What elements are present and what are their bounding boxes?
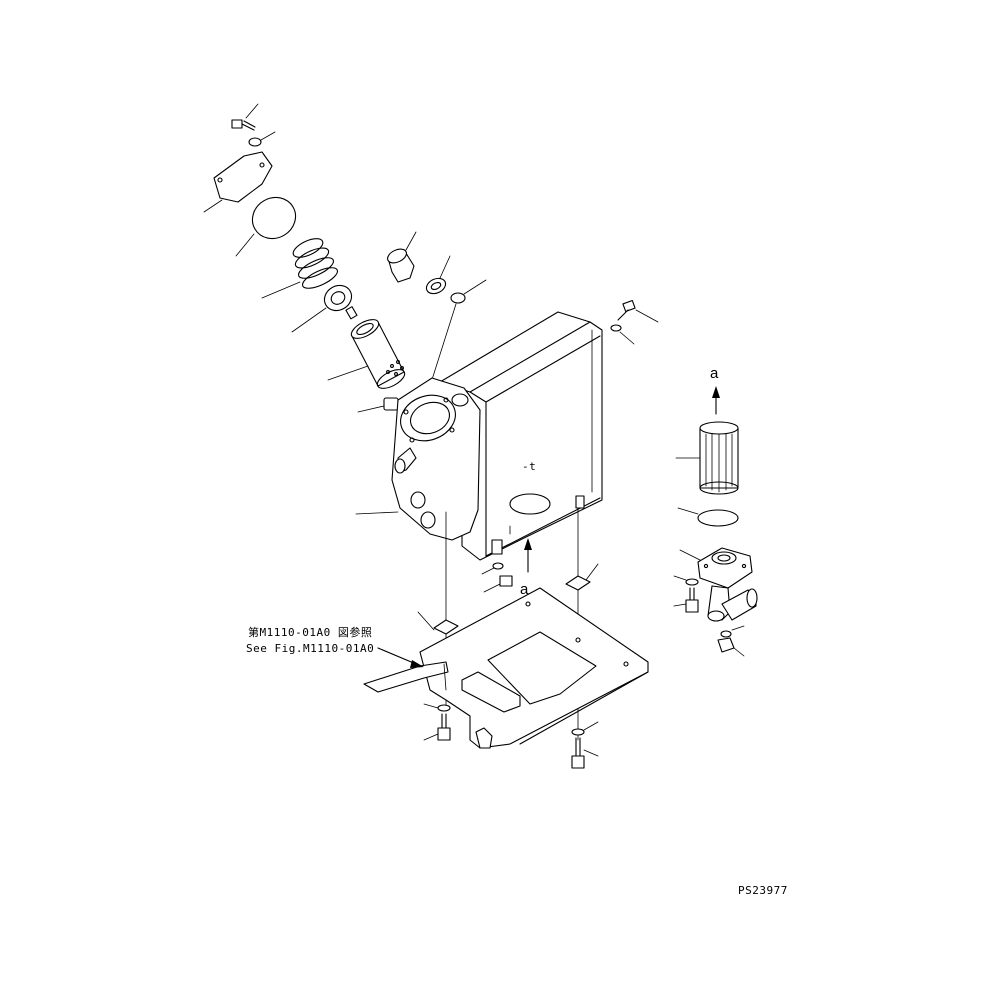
o-ring-top (235, 196, 297, 257)
drain-plug-parts (481, 562, 513, 593)
tank-filter-housing (355, 377, 481, 541)
suction-flange (679, 547, 753, 589)
view-arrow-top: a (710, 365, 720, 415)
breather-o-ring (429, 279, 487, 387)
bolt-right-side (673, 575, 699, 613)
view-arrow-bottom: a (520, 538, 532, 598)
bolt-top (231, 103, 259, 131)
ref-note-en: See Fig.M1110-01A0 (246, 642, 374, 655)
bolt-right-upper (610, 299, 659, 345)
figure-code: PS23977 (738, 884, 788, 897)
suction-pipe (707, 585, 758, 622)
washer-top (248, 131, 276, 147)
bolts-bottom-right (571, 721, 599, 769)
svg-text:-t: -t (522, 460, 536, 473)
ref-note-jp: 第M1110-01A0 図参照 (248, 625, 372, 639)
cover-plate (203, 151, 273, 213)
element-upper (327, 319, 406, 389)
ref-arrow (377, 647, 424, 668)
base-plate (419, 587, 649, 749)
spring (261, 238, 339, 299)
bolts-bottom-left (423, 703, 451, 741)
valve-disc (291, 284, 358, 333)
tank-body: -t (439, 311, 603, 561)
o-ring-right (677, 507, 739, 527)
view-marker-bottom: a (520, 581, 529, 598)
plug-small (357, 397, 399, 413)
drain-oval (509, 493, 551, 535)
view-marker-top: a (710, 365, 719, 382)
tank-outlet-elbow (394, 447, 417, 474)
breather-cap (387, 231, 417, 283)
fitting-right-bottom (717, 625, 745, 657)
mount-lines (417, 507, 599, 741)
breather-adapter (425, 255, 451, 295)
strainer-element (675, 421, 739, 495)
